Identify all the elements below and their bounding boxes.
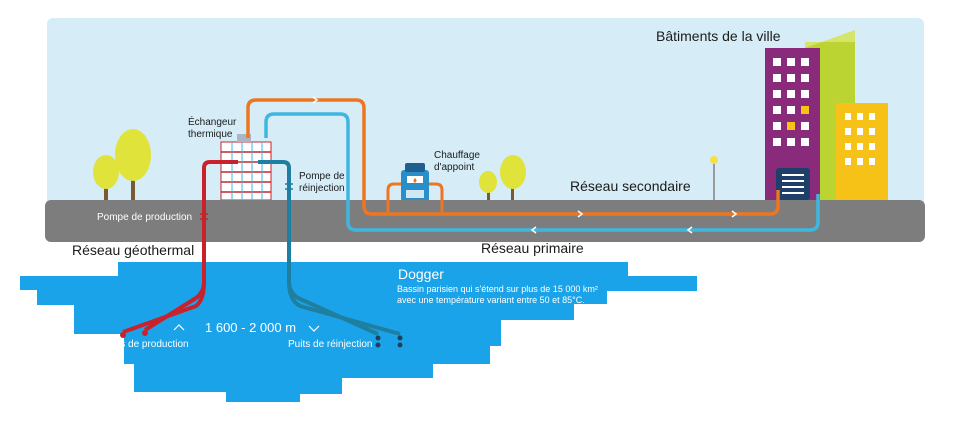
depth-arrows xyxy=(173,324,320,332)
dogger-description: Bassin parisien qui s'étend sur plus de … xyxy=(397,284,598,306)
substation-slots xyxy=(782,174,804,194)
backup-heating-label: Chauffage d'appoint xyxy=(434,150,480,174)
reinjection-wells xyxy=(375,335,403,348)
exchanger-label-line1: Échangeur xyxy=(188,117,237,128)
secondary-network-pipe xyxy=(246,98,780,216)
reinjection-pump-label: Pompe de réinjection xyxy=(299,171,345,195)
building-green-roof xyxy=(805,30,855,48)
dogger-description-line1: Bassin parisien qui s'étend sur plus de … xyxy=(397,284,598,294)
production-wells-label: Puits de production xyxy=(103,339,189,350)
dogger-description-line2: avec une température variant entre 50 et… xyxy=(397,295,585,305)
flow-arrows xyxy=(312,96,738,234)
reinjection-pump-icon xyxy=(285,183,293,190)
reinjection-wells-label: Puits de réinjection xyxy=(288,339,373,350)
backup-heating-label-line2: d'appoint xyxy=(434,162,475,173)
geothermal-network-label: Réseau géothermal xyxy=(72,242,195,258)
secondary-network-label: Réseau secondaire xyxy=(570,178,691,194)
depth-range-label: 1 600 - 2 000 m xyxy=(205,320,297,335)
backup-heating-label-line1: Chauffage xyxy=(434,150,480,161)
dogger-aquifer xyxy=(20,262,697,402)
production-pump-label: Pompe de production xyxy=(97,212,193,223)
primary-network-label: Réseau primaire xyxy=(481,240,584,256)
building-windows xyxy=(773,58,875,165)
reinjection-pipe xyxy=(258,160,401,336)
reinjection-pump-label-line1: Pompe de xyxy=(299,171,345,182)
production-wells xyxy=(120,330,148,338)
production-pipe xyxy=(122,160,238,334)
backup-heater-loop xyxy=(386,182,444,212)
substation-box xyxy=(776,168,810,200)
production-pump-icon xyxy=(200,213,208,220)
street-lamp xyxy=(710,156,718,200)
primary-network-pipe xyxy=(264,112,820,232)
backup-heater xyxy=(401,163,429,202)
city-buildings xyxy=(765,30,888,200)
exchanger-label-line2: thermique xyxy=(188,129,233,140)
dogger-title: Dogger xyxy=(398,266,444,282)
trees xyxy=(93,129,526,200)
exchanger-label: Échangeur thermique xyxy=(188,117,236,141)
heat-exchanger xyxy=(220,134,272,201)
city-buildings-label: Bâtiments de la ville xyxy=(656,28,781,44)
reinjection-pump-label-line2: réinjection xyxy=(299,183,345,194)
